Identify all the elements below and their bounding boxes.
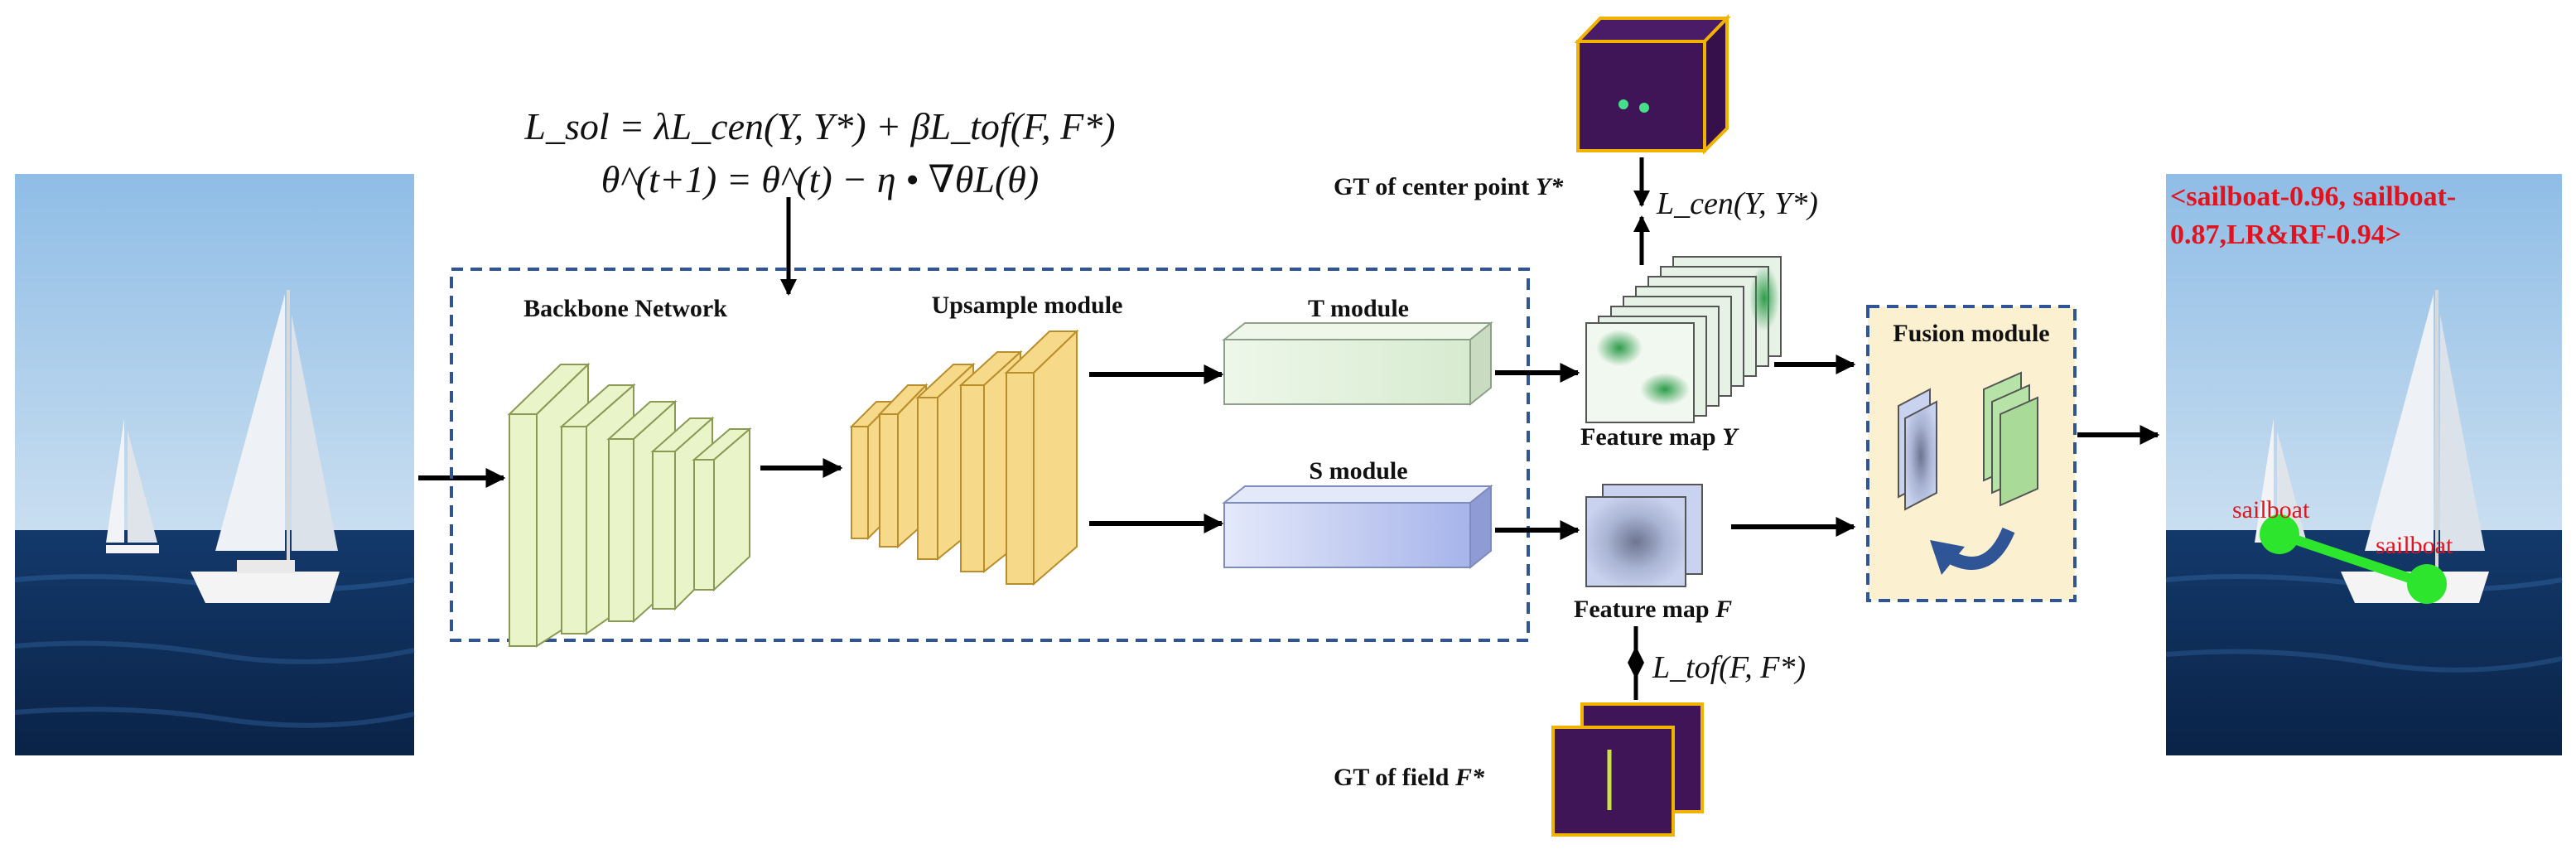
update-formula: θ^(t+1) = θ^(t) − η • ∇θL(θ) bbox=[601, 158, 1039, 200]
t-module-label: T module bbox=[1308, 295, 1409, 322]
fusion-green-maps bbox=[1983, 371, 2038, 507]
gt-field-stack bbox=[1551, 702, 1704, 837]
output-image bbox=[2165, 174, 2563, 755]
upsample-module bbox=[849, 329, 1079, 586]
upsample-layer-5 bbox=[1004, 329, 1079, 586]
s-module bbox=[1222, 484, 1493, 570]
sailboat-marker-left bbox=[2260, 514, 2299, 554]
t-module bbox=[1222, 321, 1493, 407]
backbone-network bbox=[507, 362, 752, 648]
feature-map-y-label: Feature map bbox=[1580, 423, 1716, 451]
feature-map-y-stack bbox=[1585, 256, 1782, 423]
relation-line bbox=[2278, 529, 2429, 589]
backbone-layer-5 bbox=[692, 427, 752, 592]
svg-text:Feature map Y: Feature map Y bbox=[1580, 423, 1739, 451]
detection-result-line1: <sailboat-0.96, sailboat- bbox=[2170, 181, 2456, 212]
cycle-arrow-head bbox=[1930, 540, 1965, 575]
backbone-label: Backbone Network bbox=[523, 295, 727, 322]
feature-map-f-label: Feature map bbox=[1574, 596, 1710, 623]
input-image bbox=[14, 174, 415, 755]
gt-center-var: Y* bbox=[1536, 173, 1564, 200]
tof-loss-label: L_tof(F, F*) bbox=[1652, 650, 1806, 685]
upsample-label: Upsample module bbox=[932, 292, 1123, 319]
gt-field-var: F* bbox=[1454, 764, 1485, 791]
detection-result-line2: 0.87,LR&RF-0.94> bbox=[2170, 220, 2401, 250]
feature-map-f-var: F bbox=[1715, 596, 1732, 623]
gt-center-label: GT of center point bbox=[1334, 173, 1529, 200]
gt-center-point-cube bbox=[1574, 14, 1731, 155]
svg-text:GT of field F*: GT of field F* bbox=[1334, 764, 1485, 791]
loss-formula: L_sol = λL_cen(Y, Y*) + βL_tof(F, F*) bbox=[523, 105, 1115, 147]
s-module-label: S module bbox=[1309, 457, 1407, 485]
sailboat-marker-right bbox=[2407, 564, 2447, 604]
feature-map-f-stack bbox=[1585, 484, 1703, 587]
fusion-label: Fusion module bbox=[1893, 320, 2049, 347]
cen-loss-label: L_cen(Y, Y*) bbox=[1656, 186, 1818, 221]
network-box bbox=[450, 268, 1530, 642]
svg-text:GT of center point Y*: GT of center point Y* bbox=[1334, 173, 1564, 200]
fusion-blue-map bbox=[1898, 388, 1937, 511]
cycle-arrow-icon bbox=[1942, 527, 2015, 570]
gt-field-label: GT of field bbox=[1334, 764, 1450, 791]
sailboat-tag-right: sailboat bbox=[2376, 532, 2453, 559]
feature-map-y-var: Y bbox=[1722, 423, 1739, 451]
svg-text:Feature map F: Feature map F bbox=[1574, 596, 1732, 623]
sailboat-tag-left: sailboat bbox=[2232, 496, 2310, 523]
